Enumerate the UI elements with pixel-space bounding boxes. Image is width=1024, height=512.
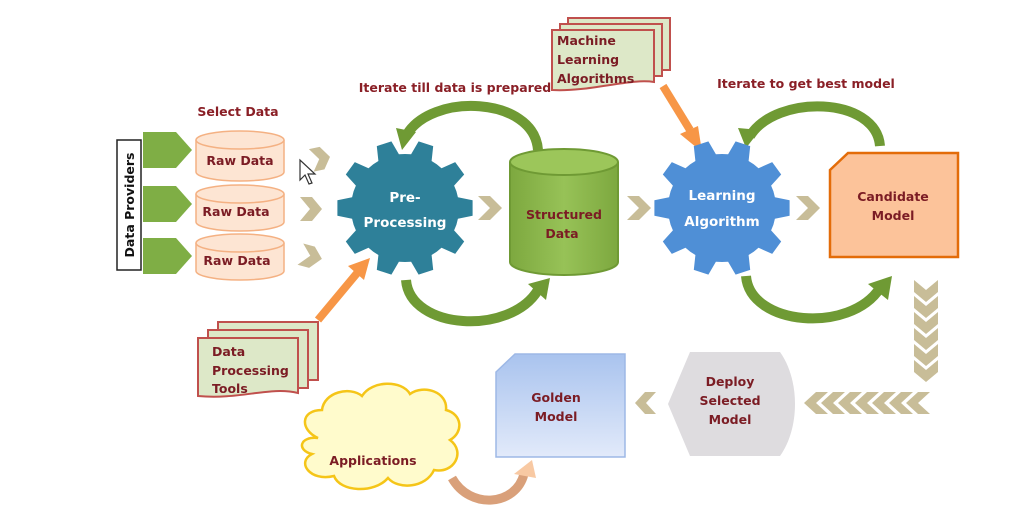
data-providers-label: Data Providers — [122, 153, 137, 258]
candidate-to-deploy-chevrons-vertical — [914, 280, 938, 382]
chevron-left-icon — [635, 392, 656, 414]
chevron-down-icon — [914, 344, 938, 366]
chevron-down-icon — [914, 328, 938, 350]
deploy-line2: Selected — [699, 393, 760, 408]
chevron-left-icon — [872, 392, 896, 414]
candidate-model-line1: Candidate — [857, 189, 929, 204]
chevron-icon — [308, 146, 330, 172]
preprocessing-line2: Processing — [364, 215, 447, 231]
raw-data-1[interactable]: Raw Data — [195, 130, 285, 182]
ml-algorithms-line1: Machine — [557, 33, 616, 48]
data-processing-tools-line1: Data — [212, 344, 245, 359]
provider-arrow-3 — [143, 238, 192, 274]
prepare-loop-arrow-bottom — [401, 278, 550, 327]
chevron-left-icon — [855, 392, 879, 414]
provider-arrow-1 — [143, 132, 192, 168]
raw-to-preprocessing-chevrons — [297, 146, 330, 268]
raw-data-3[interactable]: Raw Data — [195, 233, 285, 281]
golden-model-box[interactable]: Golden Model — [495, 353, 626, 458]
chevron-down-icon — [914, 280, 938, 302]
raw-data-2[interactable]: Raw Data — [195, 184, 285, 232]
applications-cloud[interactable]: Applications — [300, 382, 461, 491]
raw-data-2-label: Raw Data — [202, 204, 269, 219]
golden-model-line1: Golden — [531, 390, 580, 405]
data-providers-box — [116, 139, 142, 271]
deploy-selected-model-shape[interactable]: Deploy Selected Model — [668, 352, 795, 456]
ml-algorithms-doc[interactable]: Machine Learning Algorithms — [551, 17, 671, 92]
chevron-icon — [796, 196, 820, 220]
mouse-cursor-icon — [299, 158, 317, 185]
applications-to-golden-arrow — [448, 460, 536, 505]
structured-data-line2: Data — [545, 226, 578, 241]
ml-algorithms-line3: Algorithms — [557, 71, 634, 86]
chevron-left-icon — [838, 392, 862, 414]
chevron-down-icon — [914, 296, 938, 318]
iterate-prepare-caption: Iterate till data is prepared — [359, 80, 551, 95]
chevron-left-icon — [906, 392, 930, 414]
chevron-left-icon — [889, 392, 913, 414]
data-processing-tools-line3: Tools — [212, 381, 248, 396]
chevron-icon — [627, 196, 651, 220]
chevron-left-icon — [821, 392, 845, 414]
best-loop-arrow-top — [738, 101, 885, 148]
prepare-loop-arrow-top — [396, 100, 543, 151]
chevron-down-icon — [914, 312, 938, 334]
ml-algorithms-line2: Learning — [557, 52, 619, 67]
data-processing-tools-doc[interactable]: Data Processing Tools — [197, 321, 319, 398]
applications-label: Applications — [329, 453, 416, 468]
chevron-icon — [297, 243, 322, 268]
ml-to-learning-arrow — [659, 83, 702, 152]
provider-arrow-2 — [143, 186, 192, 222]
candidate-model-line2: Model — [872, 208, 915, 223]
data-processing-tools-line2: Processing — [212, 363, 289, 378]
golden-model-line2: Model — [535, 409, 578, 424]
chevron-icon — [300, 197, 322, 221]
learning-algorithm-gear[interactable]: Learning Algorithm — [654, 141, 790, 275]
learning-algorithm-line1: Learning — [688, 188, 755, 204]
raw-data-1-label: Raw Data — [206, 153, 273, 168]
raw-data-3-label: Raw Data — [203, 253, 270, 268]
preprocessing-gear[interactable]: Pre- Processing — [337, 141, 473, 275]
iterate-best-caption: Iterate to get best model — [717, 76, 895, 91]
data-providers-group: Data Providers — [116, 132, 192, 274]
chevron-icon — [478, 196, 502, 220]
structured-data-cylinder[interactable]: Structured Data — [509, 148, 619, 276]
best-loop-arrow-bottom — [741, 275, 892, 324]
deploy-line1: Deploy — [706, 374, 755, 389]
candidate-model-box[interactable]: Candidate Model — [828, 151, 960, 259]
preprocessing-line1: Pre- — [389, 190, 420, 206]
learning-algorithm-line2: Algorithm — [684, 214, 759, 230]
chevron-left-icon — [804, 392, 828, 414]
chevron-down-icon — [914, 360, 938, 382]
select-data-caption: Select Data — [197, 104, 278, 119]
tools-to-preprocessing-arrow — [314, 258, 370, 323]
structured-data-line1: Structured — [526, 207, 602, 222]
candidate-to-deploy-chevrons-horizontal — [804, 392, 930, 414]
deploy-line3: Model — [709, 412, 752, 427]
